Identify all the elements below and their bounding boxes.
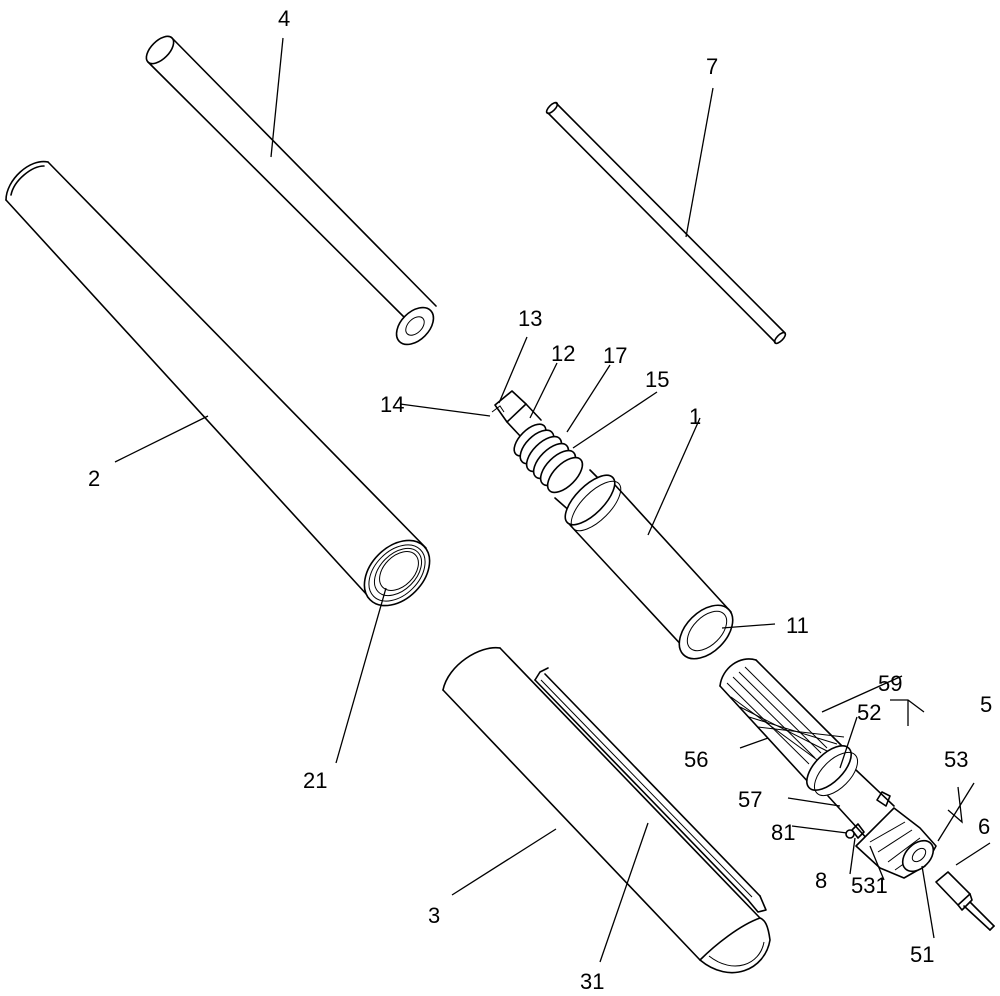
label-57: 57 (738, 787, 762, 812)
label-8: 8 (815, 868, 827, 893)
leader-lines (115, 38, 990, 962)
cone-head-53 (856, 808, 939, 878)
label-4: 4 (278, 6, 290, 31)
label-11: 11 (786, 613, 809, 638)
label-51: 51 (910, 942, 934, 967)
label-17: 17 (603, 343, 627, 368)
nib-6 (936, 872, 994, 930)
label-12: 12 (551, 341, 575, 366)
label-6: 6 (978, 814, 990, 839)
label-13: 13 (518, 306, 542, 331)
label-53: 53 (944, 747, 968, 772)
label-81: 81 (771, 820, 795, 845)
label-31: 31 (580, 969, 604, 994)
label-3: 3 (428, 903, 440, 928)
label-531: 531 (851, 873, 888, 898)
rear-barrel-2 (6, 162, 442, 619)
pin-8 (846, 824, 864, 838)
label-15: 15 (645, 367, 669, 392)
thread-ribs (509, 419, 589, 499)
label-14: 14 (380, 392, 404, 417)
label-21: 21 (303, 768, 327, 793)
clip-31 (535, 668, 766, 912)
label-56: 56 (684, 747, 708, 772)
nib-assembly-5 (720, 659, 939, 878)
label-5: 5 (980, 692, 992, 717)
refill-rod-7 (545, 101, 787, 345)
label-2: 2 (88, 466, 100, 491)
cap-3 (443, 648, 770, 973)
label-1: 1 (689, 404, 701, 429)
label-59: 59 (878, 671, 902, 696)
label-7: 7 (706, 54, 718, 79)
label-52: 52 (857, 700, 881, 725)
body-1 (492, 391, 743, 669)
